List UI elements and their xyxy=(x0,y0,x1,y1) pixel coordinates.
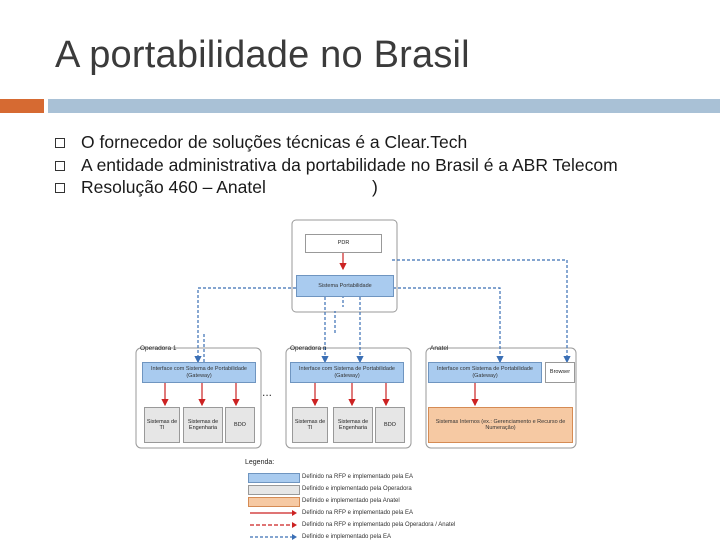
bullet-item: Resolução 460 – Anatel ) xyxy=(55,177,695,197)
bullet-text: Resolução 460 – Anatel xyxy=(81,177,266,197)
group-label-operator1: Operadora 1 xyxy=(140,345,177,352)
group-label-operatorn: Operadora n xyxy=(290,345,327,352)
title-accent-bar xyxy=(0,99,44,113)
legend-swatch-orange xyxy=(248,497,300,507)
checkbox-bullet-icon xyxy=(55,161,65,171)
operatorn-it-systems-box: Sistemas de TI xyxy=(292,407,328,443)
bullet-text-tail: ) xyxy=(372,177,378,197)
anatel-internal-systems-box: Sistemas Internos (ex.: Gerenciamento e … xyxy=(428,407,573,443)
operator1-it-systems-box: Sistemas de TI xyxy=(144,407,180,443)
legend-text: Definido e implementado pela Operadora xyxy=(302,486,412,492)
portability-architecture-diagram: PDR Sistema Portabilidade Operadora 1 Op… xyxy=(130,215,585,540)
title-rule-bar xyxy=(48,99,720,113)
anatel-gateway-box: Interface com Sistema de Portabilidade (… xyxy=(428,362,542,383)
bullet-item: O fornecedor de soluções técnicas é a Cl… xyxy=(55,132,695,152)
legend-title: Legenda: xyxy=(245,459,275,466)
bullet-item: A entidade administrativa da portabilida… xyxy=(55,155,695,175)
group-label-anatel: Anatel xyxy=(430,345,449,352)
portability-system-box: Sistema Portabilidade xyxy=(296,275,394,297)
legend-swatch-blue xyxy=(248,473,300,483)
legend-text: Definido e implementado pela EA xyxy=(302,534,392,540)
legend-red-arrow-icon xyxy=(250,522,297,528)
operatorn-engineering-systems-box: Sistemas de Engenharia xyxy=(333,407,373,443)
diagram-ellipsis: ... xyxy=(262,385,273,399)
pdr-box: PDR xyxy=(305,234,382,253)
operator1-gateway-box: Interface com Sistema de Portabilidade (… xyxy=(142,362,256,383)
legend-swatch-grey xyxy=(248,485,300,495)
legend-text: Definido na RFP e implementado pela Oper… xyxy=(302,522,456,528)
checkbox-bullet-icon xyxy=(55,138,65,148)
operator1-engineering-systems-box: Sistemas de Engenharia xyxy=(183,407,223,443)
legend-blue-dashed-arrow-icon xyxy=(250,534,297,540)
operatorn-gateway-box: Interface com Sistema de Portabilidade (… xyxy=(290,362,404,383)
browser-box: Browser xyxy=(545,362,575,383)
legend-text: Definido na RFP e implementado pela EA xyxy=(302,510,413,516)
operatorn-bdo-box: BDO xyxy=(375,407,405,443)
slide-title: A portabilidade no Brasil xyxy=(55,34,470,76)
bullet-text: A entidade administrativa da portabilida… xyxy=(81,155,618,175)
bullet-list: O fornecedor de soluções técnicas é a Cl… xyxy=(55,132,695,199)
legend-text: Definido na RFP e implementado pela EA xyxy=(302,474,413,480)
operator1-bdo-box: BDO xyxy=(225,407,255,443)
bullet-text: O fornecedor de soluções técnicas é a Cl… xyxy=(81,132,468,152)
legend-text: Definido e implementado pela Anatel xyxy=(302,498,400,504)
checkbox-bullet-icon xyxy=(55,183,65,193)
legend-red-arrow-icon xyxy=(250,510,297,516)
